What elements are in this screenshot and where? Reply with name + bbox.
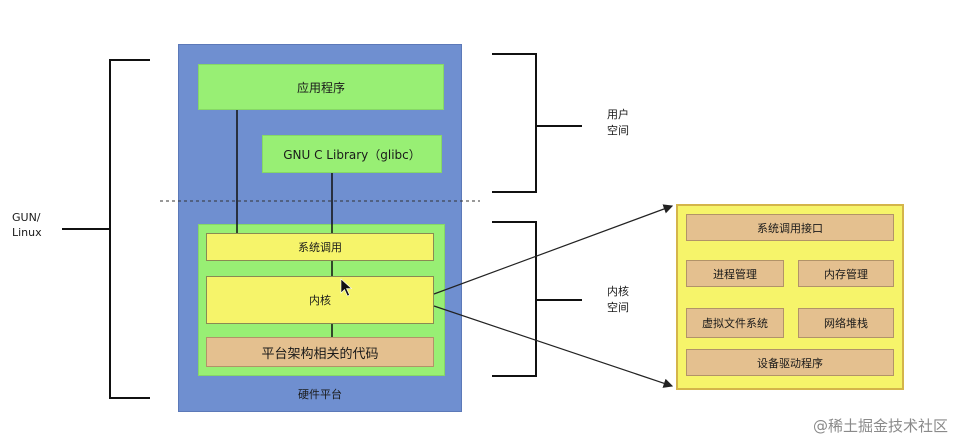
glibc-box: GNU C Library（glibc） <box>262 135 442 173</box>
application-box: 应用程序 <box>198 64 444 110</box>
detail-device-drivers: 设备驱动程序 <box>686 349 894 376</box>
kernel-box: 内核 <box>206 276 434 324</box>
kernel-space-bracket <box>492 221 537 377</box>
arch-specific-code-box: 平台架构相关的代码 <box>206 337 434 367</box>
user-space-label: 用户 空间 <box>607 108 629 137</box>
detail-syscall-interface: 系统调用接口 <box>686 214 894 241</box>
detail-virtual-file-system: 虚拟文件系统 <box>686 308 784 338</box>
detail-memory-management: 内存管理 <box>798 260 894 287</box>
zoom-line-bottom <box>433 305 674 388</box>
system-call-box: 系统调用 <box>206 233 434 261</box>
kernel-space-label: 内核 空间 <box>607 285 629 314</box>
watermark: @稀土掘金技术社区 <box>812 417 948 435</box>
hardware-platform-label: 硬件平台 <box>298 388 342 401</box>
user-space-bracket <box>492 53 537 193</box>
detail-process-management: 进程管理 <box>686 260 784 287</box>
zoom-line-top <box>433 204 674 295</box>
gnu-linux-label: GUN/ Linux <box>12 211 42 239</box>
gnu-linux-bracket <box>109 59 150 399</box>
detail-network-stack: 网络堆栈 <box>798 308 894 338</box>
